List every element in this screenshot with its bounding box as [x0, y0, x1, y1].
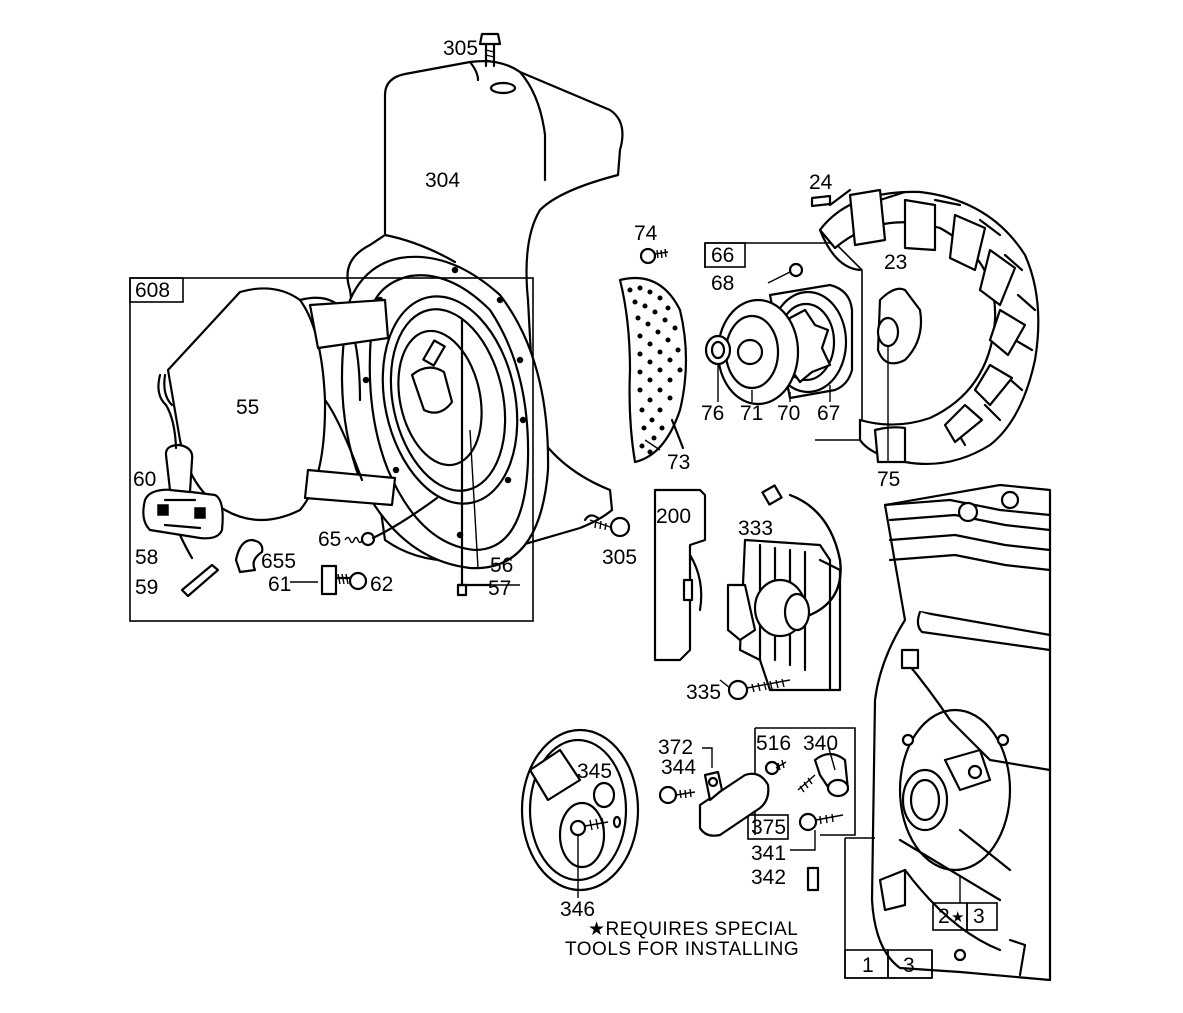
label-60: 60: [133, 468, 156, 491]
screw-74: [639, 247, 669, 265]
label-333: 333: [738, 517, 773, 540]
blower-housing-304: [340, 60, 624, 597]
label-304: 304: [425, 169, 460, 192]
breaker-points-375: [658, 727, 856, 892]
label-372: 372: [658, 736, 693, 759]
label-345: 345: [577, 760, 612, 783]
label-68: 68: [711, 272, 734, 295]
starter-assembly-608: [129, 277, 534, 622]
label-75: 75: [877, 468, 900, 491]
label-62: 62: [370, 573, 393, 596]
note-line-2: TOOLS FOR INSTALLING: [565, 939, 799, 960]
label-340: 340: [803, 732, 838, 755]
label-56: 56: [490, 554, 513, 577]
leader-lines: [290, 429, 836, 771]
label-24: 24: [809, 171, 833, 194]
label-70: 70: [777, 402, 800, 425]
label-341: 341: [751, 842, 786, 865]
label-73: 73: [667, 451, 690, 474]
label-66: 66: [711, 244, 734, 267]
label-61: 61: [268, 573, 291, 596]
label-516: 516: [756, 732, 791, 755]
label-59: 59: [135, 576, 158, 599]
label-57: 57: [488, 577, 511, 600]
label-55: 55: [236, 396, 259, 419]
label-344: 344: [661, 756, 696, 779]
star-icon: ★: [951, 909, 964, 926]
label-375: 375: [751, 816, 786, 839]
label-342: 342: [751, 866, 786, 889]
label-3-upper: 3: [973, 905, 985, 928]
group-box-608: [129, 277, 534, 622]
label-200: 200: [656, 505, 691, 528]
label-23: 23: [884, 251, 907, 274]
label-305-lower: 305: [602, 546, 637, 569]
label-2: 2: [938, 905, 950, 928]
label-3-lower: 3: [903, 954, 915, 977]
label-1: 1: [862, 954, 874, 977]
label-76: 76: [701, 402, 724, 425]
label-335: 335: [686, 681, 721, 704]
label-305-top: 305: [443, 37, 478, 60]
armature-333: [653, 484, 842, 701]
cylinder-block: [844, 483, 1052, 982]
screw-305-top: [478, 32, 502, 68]
label-71: 71: [740, 402, 763, 425]
screw-305-lower: [589, 516, 631, 538]
ratchet-group-66: [704, 242, 863, 441]
label-346: 346: [560, 898, 595, 921]
label-58: 58: [135, 546, 158, 569]
label-608: 608: [135, 279, 170, 302]
part-labels: 305 304 24 74 66 68 23 608 55 60 76 71 7…: [133, 37, 985, 977]
label-67: 67: [817, 402, 840, 425]
label-655: 655: [261, 550, 296, 573]
label-74: 74: [634, 222, 658, 245]
special-tools-note: ★REQUIRES SPECIAL TOOLS FOR INSTALLING: [565, 919, 799, 960]
label-65: 65: [318, 528, 341, 551]
flywheel-23: [810, 188, 1040, 465]
rotating-screen-73: [618, 276, 688, 464]
flywheel-346: [520, 728, 640, 898]
note-line-1: ★REQUIRES SPECIAL: [588, 919, 798, 940]
